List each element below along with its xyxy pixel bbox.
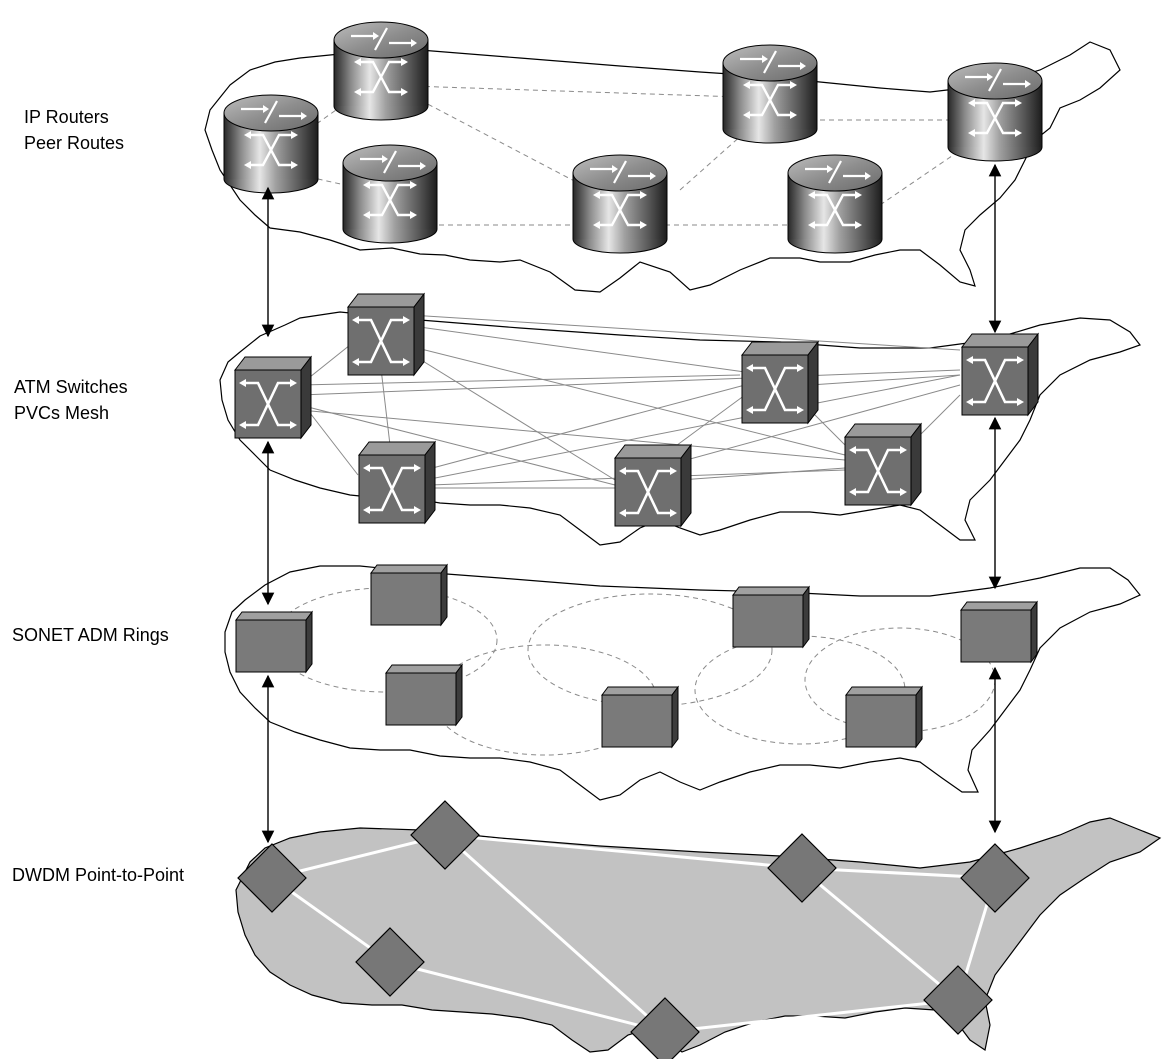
router-icon: [571, 153, 669, 255]
layer-title: SONET ADM Rings: [12, 625, 169, 645]
ip-layer: [204, 20, 1121, 293]
sonet-adm-icon: [385, 664, 463, 726]
layer-subtitle: Peer Routes: [24, 133, 125, 153]
pvc-mesh: [299, 314, 961, 489]
atm-switch-icon: [346, 292, 426, 377]
atm-switch-icon: [233, 355, 313, 440]
layer-title: DWDM Point-to-Point: [12, 865, 185, 885]
layer-label-ip: IP Routers Peer Routes: [24, 104, 124, 156]
layer-label-atm: ATM Switches PVCs Mesh: [14, 374, 128, 426]
router-icon: [222, 93, 320, 195]
sonet-adm-icon: [601, 686, 679, 748]
atm-switch-icon: [613, 443, 693, 528]
atm-switch-icon: [740, 340, 820, 425]
router-icon: [946, 61, 1044, 163]
sonet-adm-icon: [370, 564, 448, 626]
router-icon: [332, 20, 430, 122]
sonet-layer: [224, 564, 1141, 801]
layer-title: IP Routers: [24, 107, 109, 127]
sonet-adm-icon: [235, 611, 313, 673]
router-icon: [786, 153, 884, 255]
dwdm-layer: [235, 800, 1162, 1059]
layer-subtitle: PVCs Mesh: [14, 403, 110, 423]
layer-label-dwdm: DWDM Point-to-Point: [12, 862, 184, 888]
map-outline-sonet: [224, 565, 1141, 801]
layer-arrows: [261, 163, 1002, 844]
map-outline-ip: [204, 41, 1121, 293]
sonet-adm-icon: [960, 601, 1038, 663]
atm-switch-icon: [357, 440, 437, 525]
atm-switch-icon: [960, 332, 1040, 417]
atm-layer: [219, 292, 1141, 546]
router-icon: [721, 43, 819, 145]
sonet-adm-icon: [845, 686, 923, 748]
sonet-adm-icon: [732, 586, 810, 648]
atm-switch-icon: [843, 422, 923, 507]
layer-title: ATM Switches: [14, 377, 128, 397]
router-icon: [341, 143, 439, 245]
layer-label-sonet: SONET ADM Rings: [12, 622, 169, 648]
